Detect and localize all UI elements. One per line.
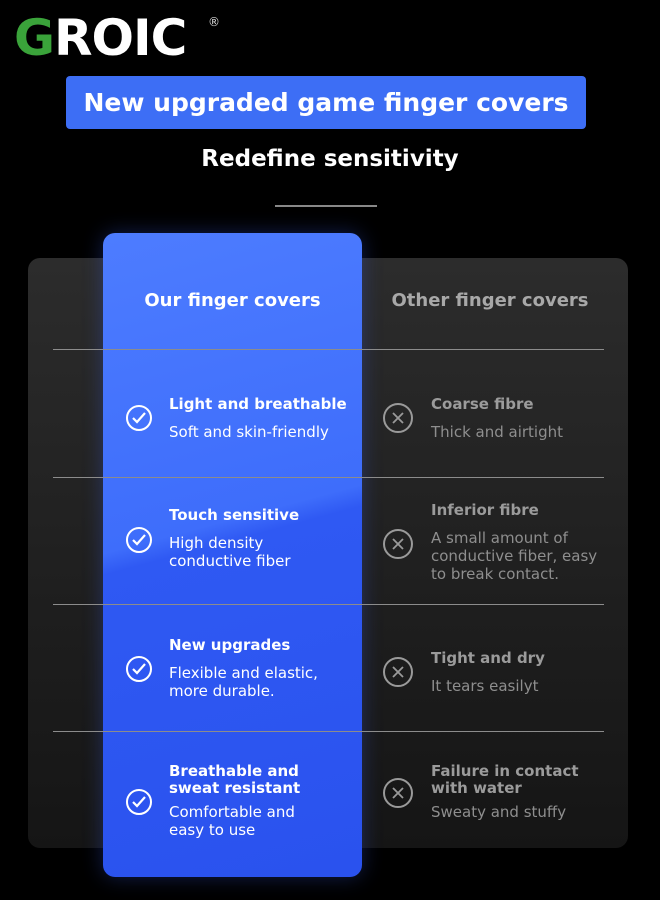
other-feature-desc: Thick and airtight	[431, 423, 564, 441]
x-circle-icon	[383, 778, 413, 808]
other-feature: Inferior fibre A small amount of conduct…	[431, 501, 631, 584]
x-circle-icon	[383, 657, 413, 687]
check-circle-icon	[126, 789, 152, 815]
ours-feature: New upgrades Flexible and elastic, more …	[169, 636, 354, 701]
other-feature-desc: A small amount of conductive fiber, easy…	[431, 529, 598, 583]
other-feature-desc: Sweaty and stuffy	[431, 803, 567, 821]
ours-feature-desc: Soft and skin-friendly	[169, 423, 329, 441]
row-divider	[53, 349, 604, 350]
ours-feature: Touch sensitive High density conductive …	[169, 506, 354, 571]
row-divider	[53, 731, 604, 732]
logo-letters: ROIC	[54, 9, 187, 67]
banner-title: New upgraded game finger covers	[83, 88, 569, 117]
check-circle-icon	[126, 656, 152, 682]
other-feature-title: Inferior fibre	[431, 501, 539, 519]
other-feature-desc: It tears easilyt	[431, 677, 539, 695]
ours-feature: Breathable and sweat resistant Comfortab…	[169, 762, 354, 840]
subtitle: Redefine sensitivity	[201, 146, 459, 172]
other-feature-title: Tight and dry	[431, 649, 545, 667]
column-header-other: Other finger covers	[391, 290, 589, 311]
column-header-ours: Our finger covers	[144, 290, 321, 311]
other-feature-title: Failure in contact with water	[431, 762, 579, 797]
ours-feature: Light and breathable Soft and skin-frien…	[169, 395, 354, 442]
other-feature: Coarse fibre Thick and airtight	[431, 395, 631, 442]
x-circle-icon	[383, 403, 413, 433]
ours-feature-desc: High density conductive fiber	[169, 534, 291, 570]
ours-feature-title: Touch sensitive	[169, 506, 300, 524]
row-divider	[53, 604, 604, 605]
row-divider	[53, 477, 604, 478]
ours-feature-title: Light and breathable	[169, 395, 347, 413]
check-circle-icon	[126, 405, 152, 431]
ours-feature-desc: Flexible and elastic, more durable.	[169, 664, 318, 700]
ours-feature-title: Breathable and sweat resistant	[169, 762, 301, 797]
ours-feature-desc: Comfortable and easy to use	[169, 803, 295, 839]
other-feature: Failure in contact with water Sweaty and…	[431, 762, 631, 822]
x-circle-icon	[383, 529, 413, 559]
check-circle-icon	[126, 527, 152, 553]
trademark-symbol: ®	[208, 15, 220, 29]
other-feature: Tight and dry It tears easilyt	[431, 649, 631, 696]
subtitle-divider	[275, 205, 377, 207]
our-product-column	[103, 233, 362, 877]
other-feature-title: Coarse fibre	[431, 395, 534, 413]
ours-feature-title: New upgrades	[169, 636, 291, 654]
logo-letter-g: G	[14, 9, 55, 67]
title-banner: New upgraded game finger covers	[66, 76, 586, 129]
